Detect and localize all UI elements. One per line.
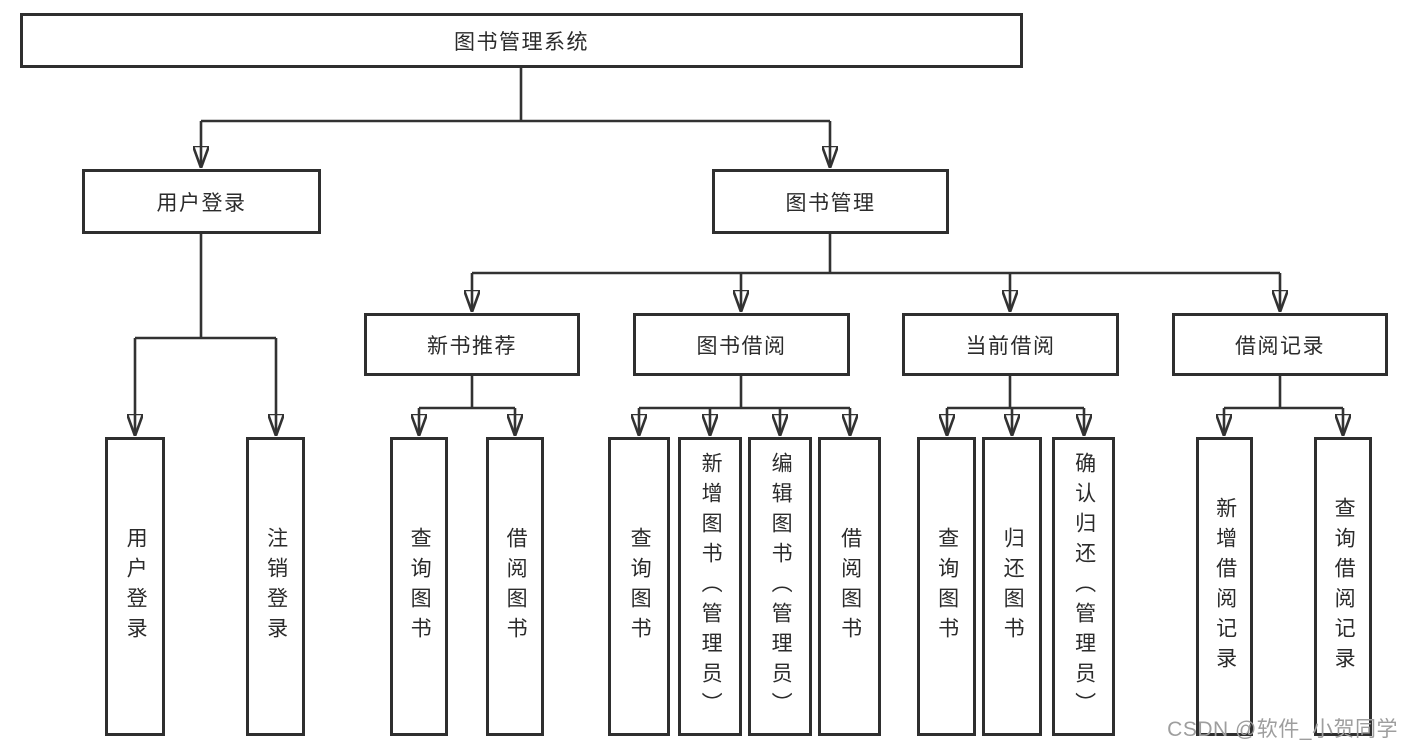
- leaf-logout: 注销登录: [246, 437, 305, 736]
- leaf-edit-books-admin: 编辑图书（管理员）: [748, 437, 812, 736]
- leaf-query-books-recommend: 查询图书: [390, 437, 448, 736]
- leaf-query-books-current: 查询图书: [917, 437, 976, 736]
- leaf-confirm-return-admin: 确认归还（管理员）: [1052, 437, 1115, 736]
- leaf-borrow-books: 借阅图书: [818, 437, 881, 736]
- node-new-book-recommend: 新书推荐: [364, 313, 580, 376]
- leaf-user-login: 用户登录: [105, 437, 165, 736]
- leaf-query-books-borrow: 查询图书: [608, 437, 670, 736]
- leaf-borrow-books-recommend: 借阅图书: [486, 437, 544, 736]
- csdn-watermark: CSDN @软件_小贺同学: [1167, 718, 1398, 741]
- node-root: 图书管理系统: [20, 13, 1023, 68]
- leaf-add-books-admin: 新增图书（管理员）: [678, 437, 742, 736]
- node-user-login: 用户登录: [82, 169, 321, 234]
- node-book-management: 图书管理: [712, 169, 949, 234]
- leaf-query-borrow-record: 查询借阅记录: [1314, 437, 1372, 736]
- leaf-add-borrow-record: 新增借阅记录: [1196, 437, 1253, 736]
- leaf-return-books: 归还图书: [982, 437, 1042, 736]
- node-borrow-records: 借阅记录: [1172, 313, 1388, 376]
- node-book-borrow: 图书借阅: [633, 313, 850, 376]
- node-current-borrow: 当前借阅: [902, 313, 1119, 376]
